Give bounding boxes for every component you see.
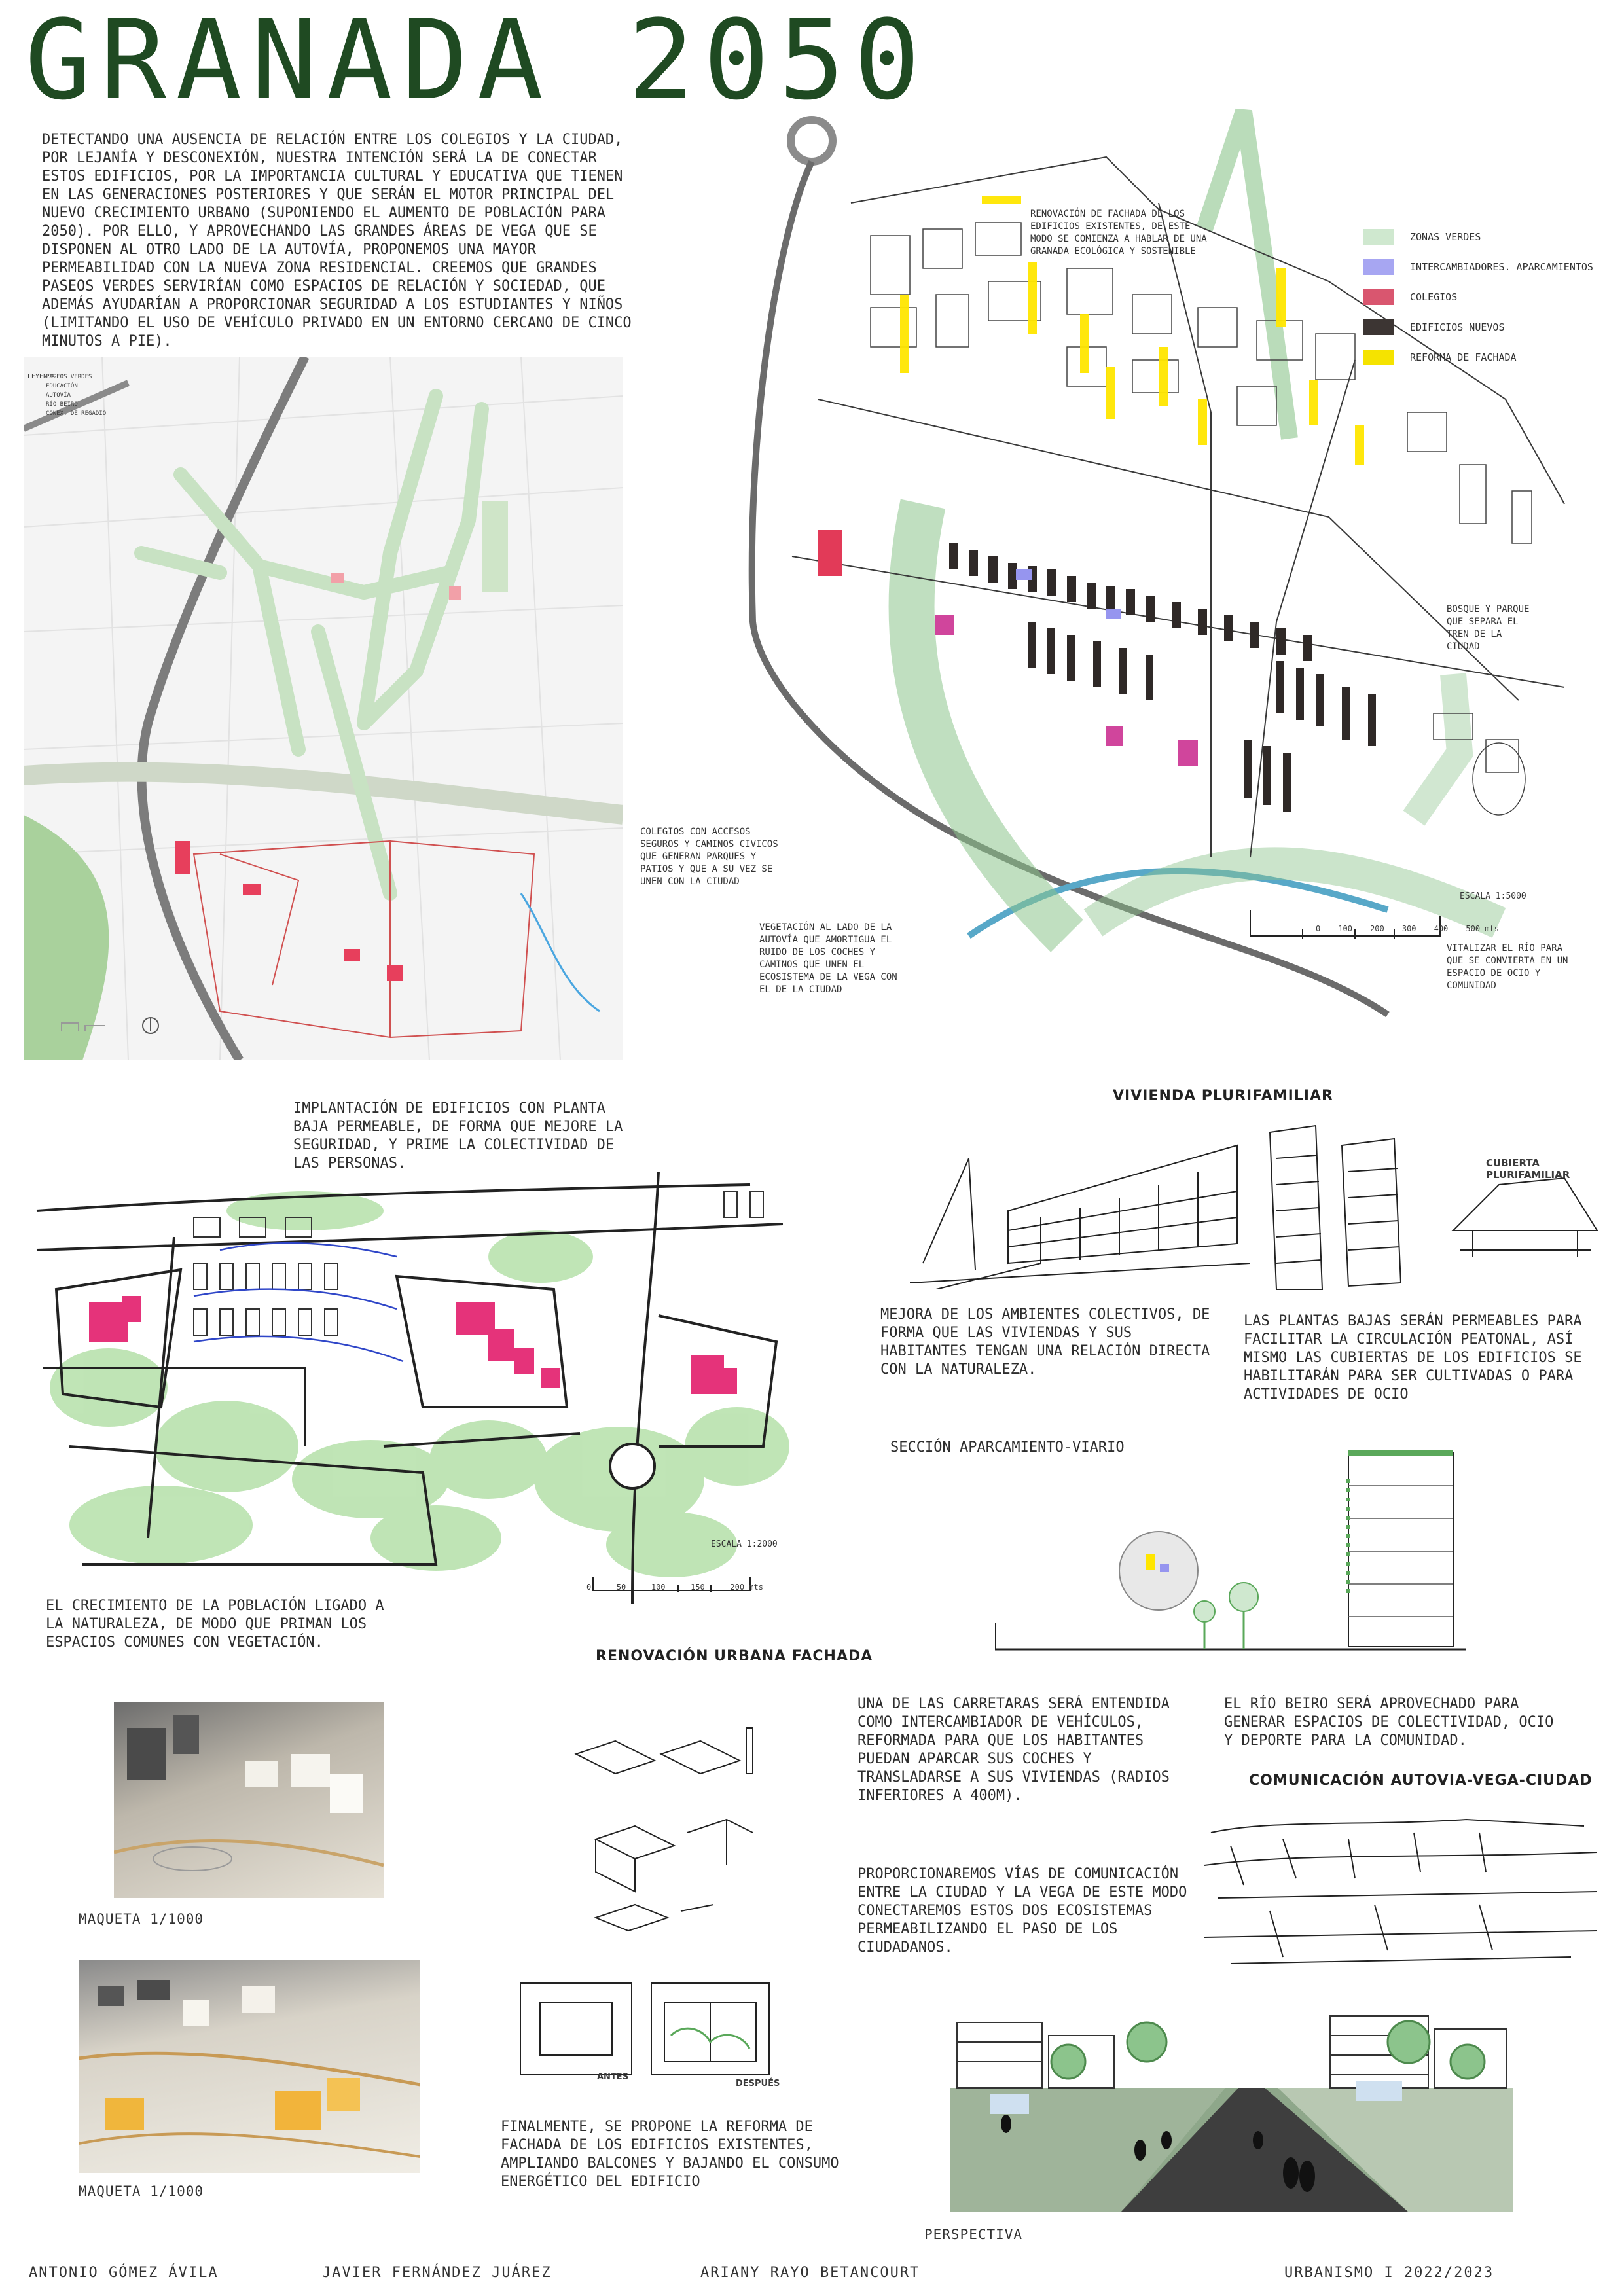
scale-tick: 100 <box>651 1583 666 1592</box>
note-river: VITALIZAR EL RÍO PARA QUE SE CONVIERTA E… <box>1447 943 1568 991</box>
footer-author-1: ANTONIO GÓMEZ ÁVILA <box>29 2265 219 2281</box>
text-collective: MEJORA DE LOS AMBIENTES COLECTIVOS, DE F… <box>880 1306 1210 1378</box>
sketch-title-connection: COMUNICACIÓN AUTOVIA-VEGA-CIUDAD <box>1249 1772 1593 1789</box>
housing-street-sketch <box>910 1144 1250 1289</box>
legend-label: EDIFICIOS NUEVOS <box>1410 321 1505 333</box>
left-map-legend-item: CONEX. DE REGADÍO <box>46 410 107 417</box>
scale-tick: 400 <box>1434 924 1449 933</box>
swatch-schools <box>1363 289 1394 305</box>
scale-tick: 100 <box>1338 924 1352 933</box>
text-road: UNA DE LAS CARRETARAS SERÁ ENTENDIDA COM… <box>857 1696 1170 1804</box>
label-before: ANTES <box>597 2072 629 2082</box>
page-title: GRANADA 2050 <box>25 0 929 124</box>
legend-item-schools: COLEGIOS <box>1363 289 1457 305</box>
sketch-title-renewal: RENOVACIÓN URBANA FACHADA <box>596 1648 873 1664</box>
scale-tick: 0 <box>586 1583 592 1592</box>
note-schools: COLEGIOS CON ACCESOS SEGUROS Y CAMINOS C… <box>640 827 778 887</box>
text-growth: EL CRECIMIENTO DE LA POBLACIÓN LIGADO A … <box>46 1598 384 1651</box>
legend-label: ZONAS VERDES <box>1410 231 1481 243</box>
block-scale-ticks: 0 50 100 150 200 mts <box>586 1583 763 1592</box>
model-photo-1-drawing <box>114 1715 384 1871</box>
text-river: EL RÍO BEIRO SERÁ APROVECHADO PARA GENER… <box>1224 1696 1554 1749</box>
sketch-title-housing: VIVIENDA PLURIFAMILIAR <box>1113 1088 1333 1104</box>
note-park: BOSQUE Y PARQUE QUE SEPARA EL TREN DE LA… <box>1447 604 1530 652</box>
connection-sketch <box>1204 1818 1597 1964</box>
perspective-image <box>950 1983 1513 2212</box>
block-scale-label: ESCALA 1:2000 <box>711 1539 778 1549</box>
text-connection: PROPORCIONAREMOS VÍAS DE COMUNICACIÓN EN… <box>857 1866 1187 1956</box>
left-map-legend-item: AUTOVÍA <box>46 392 71 399</box>
renewal-sketch <box>574 1727 753 1932</box>
legend-item-green: ZONAS VERDES <box>1363 229 1481 245</box>
caption-model-1: MAQUETA 1/1000 <box>79 1911 204 1927</box>
text-ground-floor: IMPLANTACIÓN DE EDIFICIOS CON PLANTA BAJ… <box>293 1100 623 1172</box>
left-map-legend: PASEOS VERDES EDUCACIÓN AUTOVÍA RÍO BEIR… <box>46 372 106 418</box>
scale-ticks: 0 100 200 300 400 500 mts <box>1316 924 1499 933</box>
note-facade: RENOVACIÓN DE FACHADA DE LOS EDIFICIOS E… <box>1030 209 1207 257</box>
caption-perspective: PERSPECTIVA <box>924 2227 1023 2242</box>
left-map: LEYENDA PASEOS VERDES EDUCACIÓN AUTOVÍA … <box>24 357 623 1060</box>
legend-label: REFORMA DE FACHADA <box>1410 351 1517 363</box>
legend-item-facade: REFORMA DE FACHADA <box>1363 350 1517 365</box>
swatch-parking <box>1363 259 1394 275</box>
footer-author-3: ARIANY RAYO BETANCOURT <box>700 2265 920 2281</box>
before-after-sketch <box>520 1982 770 2075</box>
legend-label: COLEGIOS <box>1410 291 1458 303</box>
scale-tick: 300 <box>1401 924 1416 933</box>
left-map-drawing <box>24 357 623 1060</box>
scale-tick: 200 <box>1370 924 1384 933</box>
swatch-new-buildings <box>1363 319 1394 335</box>
text-final: FINALMENTE, SE PROPONE LA REFORMA DE FAC… <box>501 2119 839 2190</box>
label-after: DESPUÉS <box>736 2079 780 2089</box>
footer-author-2: JAVIER FERNÁNDEZ JUÁREZ <box>322 2265 552 2281</box>
section-drawing <box>995 1450 1466 1651</box>
north-arrow-icon <box>61 1017 159 1034</box>
master-plan: ZONAS VERDES INTERCAMBIADORES. APARCAMIE… <box>700 98 1617 1047</box>
block-plan: ESCALA 1:2000 0 50 100 150 200 mts <box>30 1172 816 1604</box>
text-ground: LAS PLANTAS BAJAS SERÁN PERMEABLES PARA … <box>1244 1313 1582 1403</box>
perspective-drawing <box>950 1983 1513 2212</box>
swatch-facade <box>1363 350 1394 365</box>
footer-course: URBANISMO I 2022/2023 <box>1284 2265 1494 2281</box>
scale-tick: 150 <box>691 1583 705 1592</box>
left-map-legend-item: PASEOS VERDES <box>46 374 92 380</box>
left-map-legend-item: EDUCACIÓN <box>46 383 78 389</box>
model-photo-2 <box>79 1960 420 2173</box>
roof-sketch <box>1269 1124 1598 1290</box>
intro-paragraph: DETECTANDO UNA AUSENCIA DE RELACIÓN ENTR… <box>42 132 632 350</box>
legend-item-parking: INTERCAMBIADORES. APARCAMIENTOS <box>1363 259 1593 275</box>
model-photo-1 <box>114 1702 384 1898</box>
block-plan-drawing <box>36 1172 789 1604</box>
legend-item-new-buildings: EDIFICIOS NUEVOS <box>1363 319 1505 335</box>
scale-tick: 500 mts <box>1466 924 1499 933</box>
scale-label: ESCALA 1:5000 <box>1460 891 1526 901</box>
scale-tick: 200 mts <box>730 1583 763 1592</box>
legend-label: INTERCAMBIADORES. APARCAMIENTOS <box>1410 261 1593 273</box>
roof-label: CUBIERTA PLURIFAMILIAR <box>1486 1157 1570 1181</box>
left-map-legend-title: LEYENDA <box>27 374 55 380</box>
scale-tick: 50 <box>616 1583 626 1592</box>
section-title: SECCIÓN APARCAMIENTO-VIARIO <box>890 1439 1125 1456</box>
left-map-legend-item: RÍO BEIRO <box>46 401 78 408</box>
master-plan-drawing <box>748 108 1565 1018</box>
note-vegetation: VEGETACIÓN AL LADO DE LA AUTOVÍA QUE AMO… <box>759 922 897 995</box>
swatch-green <box>1363 229 1394 245</box>
caption-model-2: MAQUETA 1/1000 <box>79 2183 204 2199</box>
scale-tick: 0 <box>1316 924 1321 933</box>
model-photo-2-drawing <box>79 1980 420 2158</box>
